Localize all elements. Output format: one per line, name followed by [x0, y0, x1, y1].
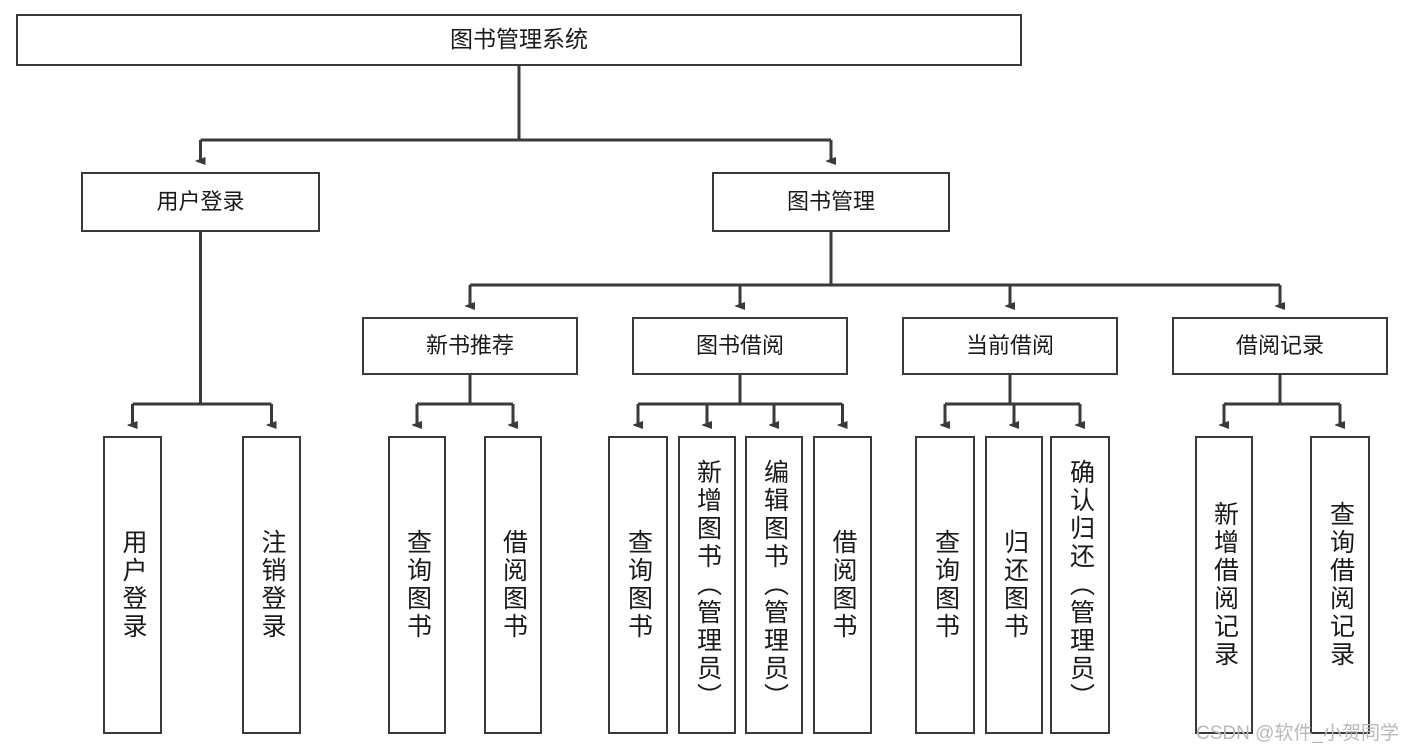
- node-label: 借阅记录: [1235, 332, 1324, 358]
- node-label: 借阅图书: [499, 529, 528, 641]
- node-label: 查询图书: [931, 529, 960, 641]
- node-label: 查询图书: [403, 529, 432, 641]
- node-label: 图书管理: [786, 188, 875, 214]
- node-root[interactable]: 图书管理系统: [16, 14, 1022, 66]
- node-leaf-add-record[interactable]: 新增借阅记录: [1195, 436, 1253, 734]
- node-leaf-borrow-book-2[interactable]: 借阅图书: [813, 436, 872, 734]
- node-label: 确认归还（管理员）: [1066, 459, 1095, 711]
- node-login[interactable]: 用户登录: [81, 172, 320, 232]
- node-label: 图书管理系统: [450, 26, 588, 53]
- node-borrow[interactable]: 图书借阅: [632, 317, 848, 375]
- node-label: 新书推荐: [425, 332, 514, 358]
- node-label: 编辑图书（管理员）: [760, 459, 789, 711]
- node-leaf-add-book[interactable]: 新增图书（管理员）: [678, 436, 736, 734]
- node-label: 借阅图书: [829, 529, 857, 641]
- node-records[interactable]: 借阅记录: [1172, 317, 1388, 375]
- node-current[interactable]: 当前借阅: [902, 317, 1118, 375]
- node-label: 查询图书: [624, 529, 653, 641]
- node-label: 新增借阅记录: [1210, 501, 1239, 669]
- node-leaf-edit-book[interactable]: 编辑图书（管理员）: [745, 436, 803, 734]
- node-leaf-borrow-book-1[interactable]: 借阅图书: [484, 436, 542, 734]
- node-label: 当前借阅: [965, 332, 1054, 358]
- node-label: 查询借阅记录: [1326, 501, 1355, 669]
- node-label: 归还图书: [1000, 529, 1029, 641]
- node-leaf-confirm-return[interactable]: 确认归还（管理员）: [1050, 436, 1110, 734]
- node-leaf-query-book-2[interactable]: 查询图书: [608, 436, 668, 734]
- node-leaf-user-login[interactable]: 用户登录: [103, 436, 162, 734]
- node-bookmgmt[interactable]: 图书管理: [712, 172, 950, 232]
- node-leaf-query-record[interactable]: 查询借阅记录: [1310, 436, 1370, 734]
- node-newbook[interactable]: 新书推荐: [362, 317, 578, 375]
- node-label: 图书借阅: [695, 332, 784, 358]
- node-leaf-query-book-3[interactable]: 查询图书: [915, 436, 975, 734]
- node-label: 新增图书（管理员）: [693, 459, 722, 711]
- node-label: 用户登录: [156, 188, 245, 214]
- node-label: 注销登录: [258, 529, 286, 641]
- node-label: 用户登录: [119, 529, 147, 641]
- node-leaf-logout[interactable]: 注销登录: [242, 436, 301, 734]
- node-leaf-return-book[interactable]: 归还图书: [985, 436, 1043, 734]
- csdn-watermark: CSDN @软件_小贺同学: [1196, 723, 1399, 744]
- node-leaf-query-book-1[interactable]: 查询图书: [388, 436, 446, 734]
